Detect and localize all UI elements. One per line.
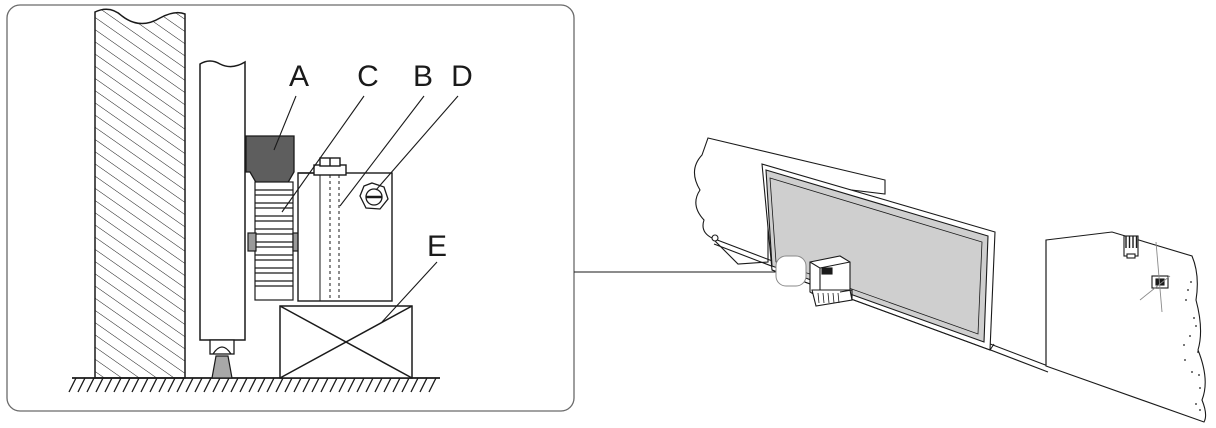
- gate-wheel: [209, 339, 235, 379]
- overview-illustration: [693, 137, 1207, 423]
- rack-block-a: [245, 135, 295, 187]
- callout-label-b: B: [413, 60, 433, 93]
- wall-texture: [1183, 281, 1201, 411]
- ground: [68, 377, 440, 393]
- gate-motor-unit: [809, 255, 853, 307]
- motor-housing-b: [297, 157, 393, 302]
- gate-leaf: [199, 60, 246, 341]
- leader-lines: [273, 95, 459, 323]
- base-block-e: [279, 305, 413, 379]
- callout-label-c: C: [357, 60, 379, 93]
- hex-nut-d: [359, 182, 389, 210]
- hatched-wall: [94, 8, 186, 379]
- detail-location-marker: [775, 255, 807, 287]
- callout-label-d: D: [451, 60, 473, 93]
- callout-label-a: A: [289, 60, 309, 93]
- right-wall: [1045, 231, 1207, 423]
- wall-photocell: [1139, 241, 1171, 313]
- detail-view-panel: A C B D E: [6, 4, 575, 412]
- photocell-sensor: [1123, 235, 1139, 259]
- callout-label-e: E: [427, 230, 447, 263]
